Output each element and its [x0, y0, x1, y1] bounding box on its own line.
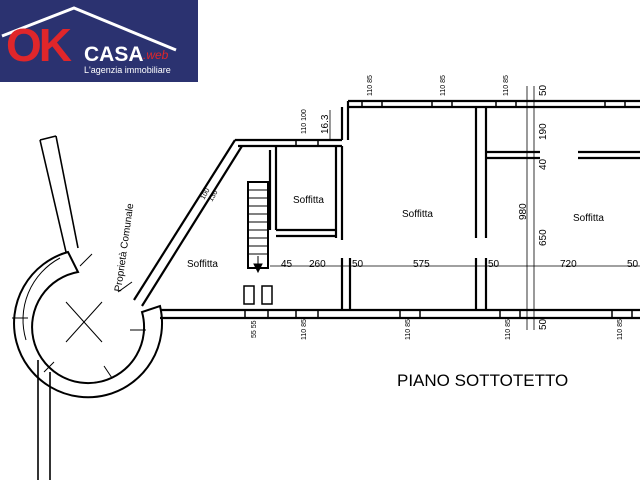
- room-label-soffitta-small: Soffitta: [293, 195, 324, 206]
- dim-260: 260: [309, 259, 326, 270]
- win-bot-2: 110 85: [405, 319, 412, 340]
- win-top-1: 110 85: [367, 75, 374, 96]
- win-top-door: 110 100: [301, 109, 308, 134]
- stair: [247, 181, 269, 274]
- svg-text:55 55: 55 55: [251, 320, 258, 338]
- window-labels: 110 85 110 85 110 85 110 100 110 85 110 …: [251, 75, 624, 340]
- room-label-soffitta-right: Soffitta: [573, 213, 604, 224]
- bottom-windows: [243, 285, 633, 319]
- svg-text:110 85: 110 85: [617, 319, 624, 340]
- dim-50-b: 50: [488, 259, 500, 270]
- dim-650: 650: [538, 229, 549, 246]
- tower: [12, 135, 163, 480]
- room-label-soffitta-center: Soffitta: [402, 209, 433, 220]
- walls: [133, 99, 640, 320]
- svg-text:110 85: 110 85: [505, 319, 512, 340]
- dim-50-top: 50: [538, 84, 549, 96]
- dim-45: 45: [281, 259, 293, 270]
- dim-50-a: 50: [352, 259, 364, 270]
- svg-text:110 85: 110 85: [440, 75, 447, 96]
- dim-50-c: 50: [627, 259, 639, 270]
- win-bot-3: 110 85: [505, 319, 512, 340]
- dim-lines: [270, 86, 640, 330]
- dim-130: 130: [208, 189, 220, 203]
- area-label: Proprietà Comunale: [113, 202, 136, 292]
- win-bot-4: 110 85: [617, 319, 624, 340]
- house-roof-icon: [1, 6, 177, 52]
- win-top-2: 110 85: [440, 75, 447, 96]
- dim-720: 720: [560, 259, 577, 270]
- win-top-3: 110 85: [503, 75, 510, 96]
- dim-100: 100: [200, 187, 212, 201]
- dim-163: 16.3: [320, 114, 331, 134]
- dim-40: 40: [538, 158, 549, 170]
- agency-logo[interactable]: OK CASA .web L'agenzia immobiliare: [0, 0, 198, 82]
- logo-casa-text: CASA: [84, 43, 144, 66]
- win-bot-1: 110 85: [301, 319, 308, 340]
- logo-web-text: .web: [143, 48, 169, 62]
- svg-text:110 100: 110 100: [301, 109, 308, 134]
- top-windows: [295, 100, 626, 147]
- svg-text:110 85: 110 85: [301, 319, 308, 340]
- dim-980: 980: [518, 203, 529, 220]
- logo-tagline: L'agenzia immobiliare: [84, 65, 171, 75]
- logo-ok-text: OK: [6, 19, 72, 71]
- svg-text:110 85: 110 85: [503, 75, 510, 96]
- svg-text:110 85: 110 85: [405, 319, 412, 340]
- dim-190: 190: [538, 123, 549, 140]
- svg-text:110 85: 110 85: [367, 75, 374, 96]
- dim-575: 575: [413, 259, 430, 270]
- dim-50-bottom: 50: [538, 318, 549, 330]
- plan-title: PIANO SOTTOTETTO: [397, 371, 568, 390]
- room-label-soffitta-stair: Soffitta: [187, 259, 218, 270]
- win-bot-small: 55 55: [251, 320, 258, 338]
